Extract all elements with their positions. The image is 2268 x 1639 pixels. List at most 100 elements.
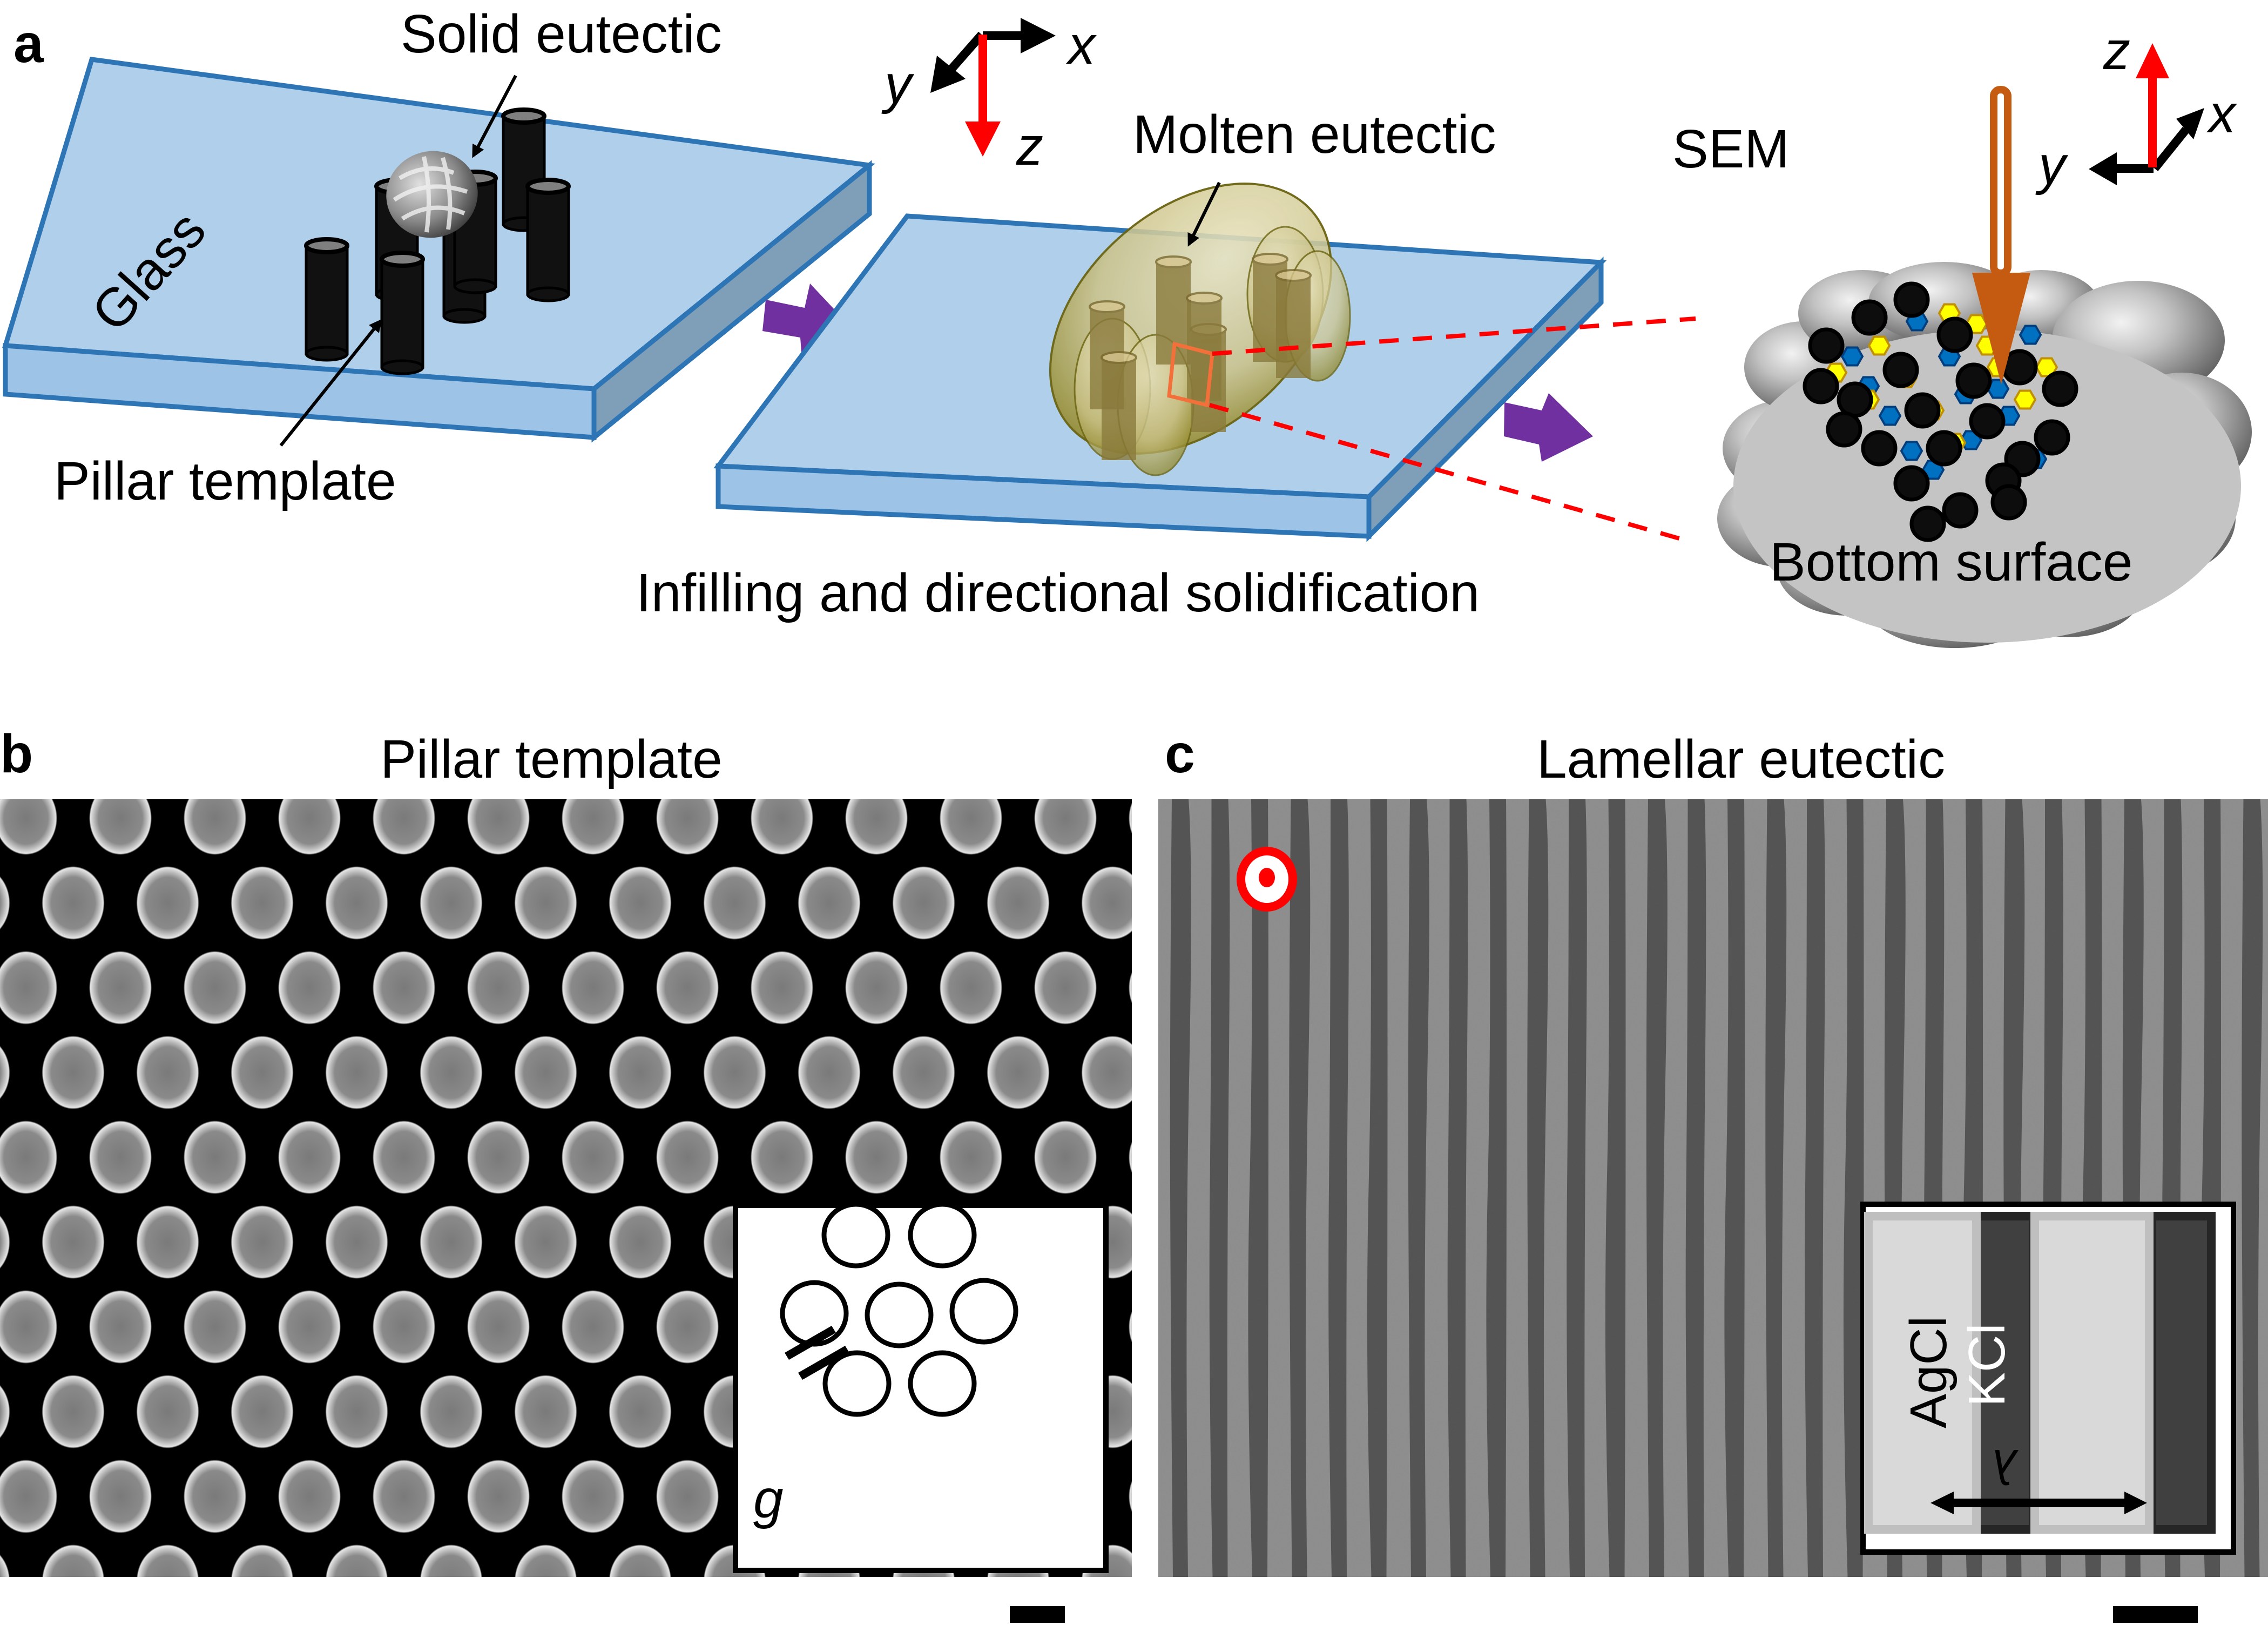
pillar-dot (1808, 327, 1845, 364)
sem-pillar (1129, 801, 1132, 835)
glass-slide2-side-face (1366, 257, 1604, 542)
sem-pillar (42, 1375, 105, 1448)
pillar-cylinder (525, 178, 571, 302)
sem-pillar (1034, 1121, 1097, 1194)
panel-c: c Lamellar eutectic AgCl KCl λ (1158, 724, 2268, 1623)
hexagon-blue (1900, 441, 1923, 461)
sem-pillar (562, 951, 624, 1024)
panel-letter-a: a (14, 14, 44, 74)
sem-pillar (1081, 866, 1132, 940)
sem-pillar (136, 1544, 199, 1577)
pillar-dot (1926, 430, 1962, 467)
inset-kcl-label: KCl (1958, 1323, 2016, 1407)
pillar-cylinder (380, 251, 425, 375)
pillar-dot (1851, 299, 1888, 336)
sem-pillar (514, 1375, 577, 1448)
eutectic-lattice-schematic (1803, 281, 2078, 542)
sem-pillar (0, 1460, 57, 1533)
sem-pillar (609, 1544, 672, 1577)
sem-pillar (136, 1205, 199, 1279)
sem-pillar (373, 1290, 435, 1364)
sem-pillar (514, 1036, 577, 1109)
pillar-template-arrow (279, 319, 382, 447)
sem-pillar (325, 866, 388, 940)
solid-eutectic-blob (386, 151, 478, 238)
zoom-line-bottom (1209, 403, 1686, 542)
pillar-dot (1893, 465, 1930, 502)
axis-x-label: x (1066, 15, 1097, 76)
sem-pillar (278, 1121, 341, 1194)
sem-pillar (373, 951, 435, 1024)
sem-pillar (420, 866, 483, 940)
sem-pillar (420, 1375, 483, 1448)
hexagon-blue (1878, 406, 1902, 426)
sem-pillar (325, 1544, 388, 1577)
hexagon-blue (1840, 346, 1864, 367)
pillar-dot (2042, 370, 2078, 407)
sem-pillar (514, 866, 577, 940)
sem-pillar (278, 1460, 341, 1533)
sem-pillar (420, 1036, 483, 1109)
sem-pillar (231, 1544, 294, 1577)
solid-eutectic-arrow (472, 75, 517, 158)
sem-pillar (231, 1036, 294, 1109)
sem-pillar (467, 1121, 530, 1194)
sem-pillar (0, 1290, 57, 1364)
molten-eutectic-label: Molten eutectic (1133, 104, 1496, 165)
sem-pillar (467, 799, 530, 855)
sem-pillar (0, 799, 57, 855)
sem-pillar (0, 1554, 10, 1577)
sem-pillar (89, 799, 152, 855)
sem-pillar (42, 697, 105, 770)
sem-pillar (0, 951, 57, 1024)
sem-pillar (42, 866, 105, 940)
lamella-inset: AgCl KCl λ (1860, 1202, 2236, 1555)
sem-pillar (845, 1121, 908, 1194)
sem-pillar (514, 1205, 577, 1279)
sem-pillar (1129, 1480, 1132, 1513)
sem-pillar (373, 799, 435, 855)
sem-pillar (231, 866, 294, 940)
sem-beam-arrow (1972, 86, 2030, 385)
pillar-dot (1893, 281, 1930, 318)
axis-z-label: z (1016, 116, 1043, 177)
axis-x-label-bottom: x (2206, 84, 2237, 144)
sem-pillar (609, 1205, 672, 1279)
sem-pillar (751, 951, 813, 1024)
sem-pillar (325, 1205, 388, 1279)
sem-pillar (656, 1460, 719, 1533)
sem-pillar (562, 1460, 624, 1533)
sem-pillar (845, 951, 908, 1024)
pillar-inset: g (733, 1202, 1109, 1573)
sem-pillar (562, 1290, 624, 1364)
sem-pillar (184, 951, 246, 1024)
sem-pillar (42, 1544, 105, 1577)
inset-pillar-circle (908, 1350, 977, 1417)
sem-pillar (467, 951, 530, 1024)
sem-pillar (892, 1036, 955, 1109)
sem-pillar (0, 876, 10, 930)
sem-pillar (656, 951, 719, 1024)
sem-pillar (467, 1290, 530, 1364)
sem-pillar (1081, 1036, 1132, 1109)
sem-pillar (184, 1121, 246, 1194)
sem-pillar (609, 866, 672, 940)
sem-pillar (798, 866, 861, 940)
sem-pillar (136, 1375, 199, 1448)
sem-pillar (231, 697, 294, 770)
sem-pillar (184, 1460, 246, 1533)
pillar-dot (1882, 352, 1919, 388)
sem-pillar (278, 1290, 341, 1364)
pillar-dot (1969, 403, 2006, 440)
zoom-region-box (1167, 341, 1214, 408)
pillar-dot (1803, 368, 1839, 404)
infiltrated-pillar (1275, 269, 1312, 378)
inset-pillar-circle (821, 1202, 890, 1269)
panel-letter-c: c (1165, 724, 1195, 784)
sem-pillar (136, 1036, 199, 1109)
glass-slide-side-face (591, 160, 872, 443)
inset-kcl-lamella-2 (2148, 1212, 2216, 1534)
sem-pillar (562, 799, 624, 855)
panel-a: a Glass Solid eutectic Pillar template (2, 4, 2252, 648)
